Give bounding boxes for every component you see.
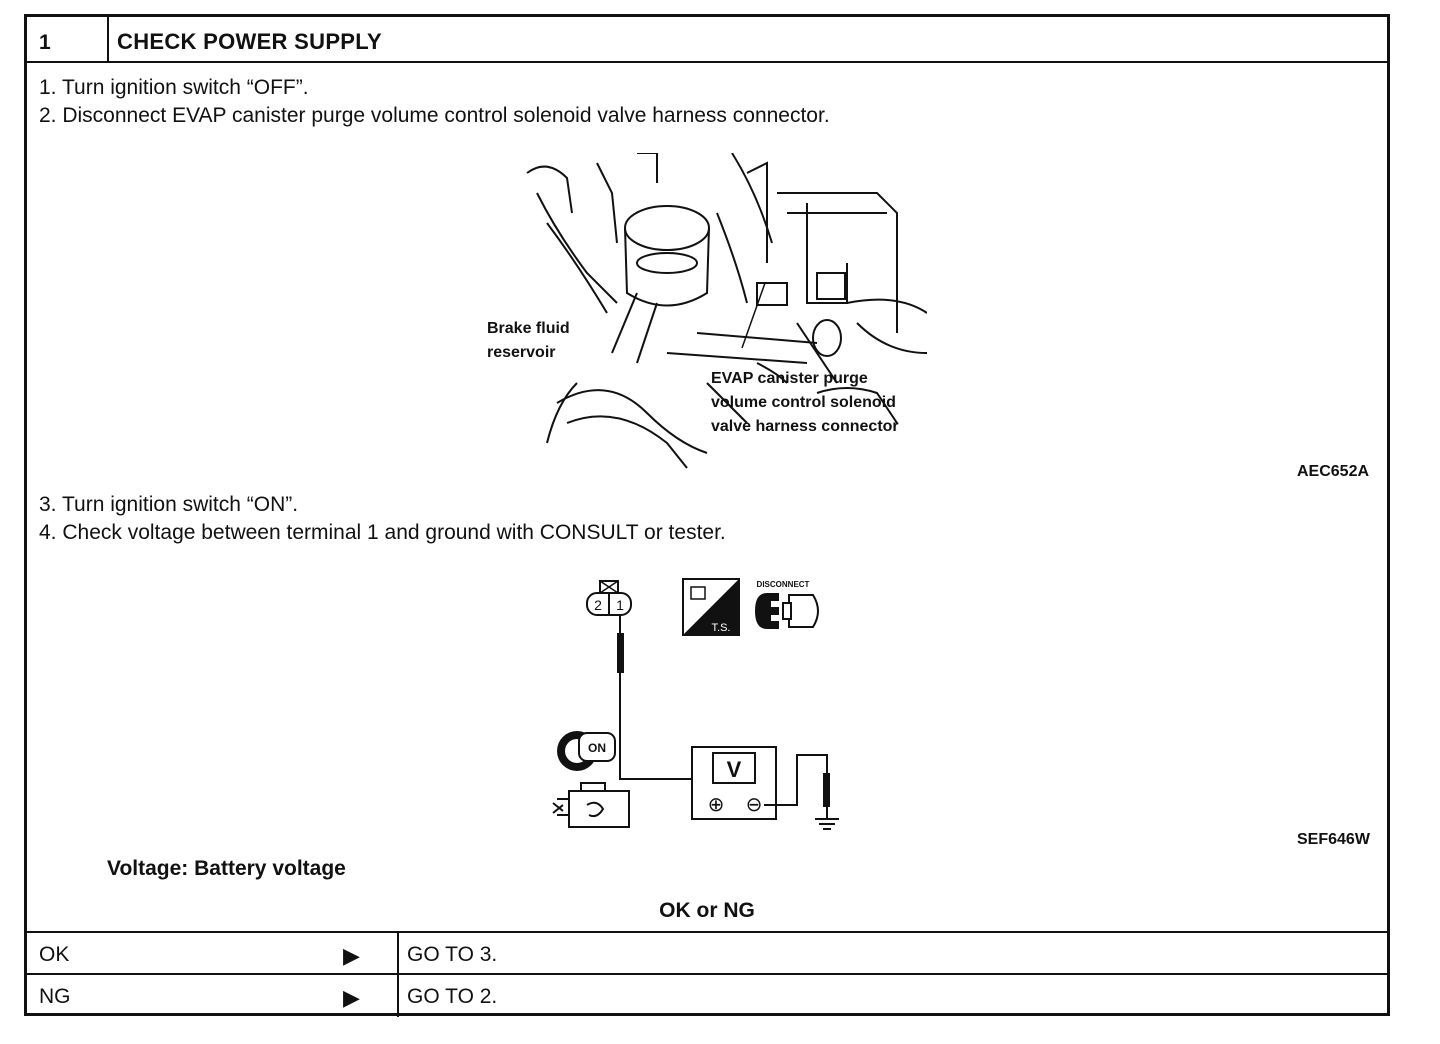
instruction-2: 2. Disconnect EVAP canister purge volume… <box>39 104 830 127</box>
row-divider <box>397 933 399 975</box>
header-divider <box>107 17 109 61</box>
ok-or-ng-heading: OK or NG <box>659 899 755 922</box>
arrow-right-icon: ▶ <box>343 943 360 968</box>
result-action: GO TO 3. <box>407 943 498 966</box>
connector-pin-1: 1 <box>616 597 624 613</box>
meter-label: V <box>727 757 742 782</box>
voltage-spec: Voltage: Battery voltage <box>107 857 346 880</box>
meter-minus: ⊖ <box>746 792 763 816</box>
ground-symbol <box>815 807 839 830</box>
on-label: ON <box>588 741 606 755</box>
row-divider <box>397 975 399 1017</box>
result-row-ok: OK ▶ GO TO 3. <box>27 931 1387 975</box>
figure-code-1: AEC652A <box>1297 463 1370 480</box>
ts-icon: T.S. <box>682 578 740 636</box>
meter-plus: ⊕ <box>708 792 725 816</box>
voltage-check-diagram: 2 1 T.S. DISCONNECT ON <box>552 578 839 830</box>
procedure-table: 1 CHECK POWER SUPPLY 1. Turn ignition sw… <box>24 14 1390 1017</box>
evap-label-line2: volume control solenoid <box>711 394 896 411</box>
connector-pin-2: 2 <box>594 597 602 613</box>
result-row-ng: NG ▶ GO TO 2. <box>27 973 1387 1017</box>
voltmeter: V ⊕ ⊖ <box>691 746 777 820</box>
step-number: 1 <box>39 31 51 54</box>
brake-fluid-label-line1: Brake fluid <box>487 320 570 337</box>
engine-bay-illustration <box>526 153 927 469</box>
step-title: CHECK POWER SUPPLY <box>117 29 382 54</box>
disconnect-label: DISCONNECT <box>757 580 810 589</box>
ignition-on-icon: ON <box>557 731 616 771</box>
result-label: OK <box>39 943 70 966</box>
table-header: 1 CHECK POWER SUPPLY <box>27 17 1387 63</box>
ts-label: T.S. <box>712 622 731 634</box>
instruction-3: 3. Turn ignition switch “ON”. <box>39 493 299 516</box>
evap-label-line1: EVAP canister purge <box>711 370 868 387</box>
figure-code-2: SEF646W <box>1297 831 1370 848</box>
connector-symbol: 2 1 <box>586 580 632 616</box>
result-label: NG <box>39 985 71 1008</box>
instruction-1: 1. Turn ignition switch “OFF”. <box>39 76 309 99</box>
arrow-right-icon: ▶ <box>343 985 360 1010</box>
instruction-4: 4. Check voltage between terminal 1 and … <box>39 521 726 544</box>
result-action: GO TO 2. <box>407 985 498 1008</box>
disconnect-icon: DISCONNECT <box>755 580 819 629</box>
evap-label-line3: valve harness connector <box>711 418 899 435</box>
brake-fluid-label-line2: reservoir <box>487 344 556 361</box>
engine-icon <box>552 782 630 828</box>
